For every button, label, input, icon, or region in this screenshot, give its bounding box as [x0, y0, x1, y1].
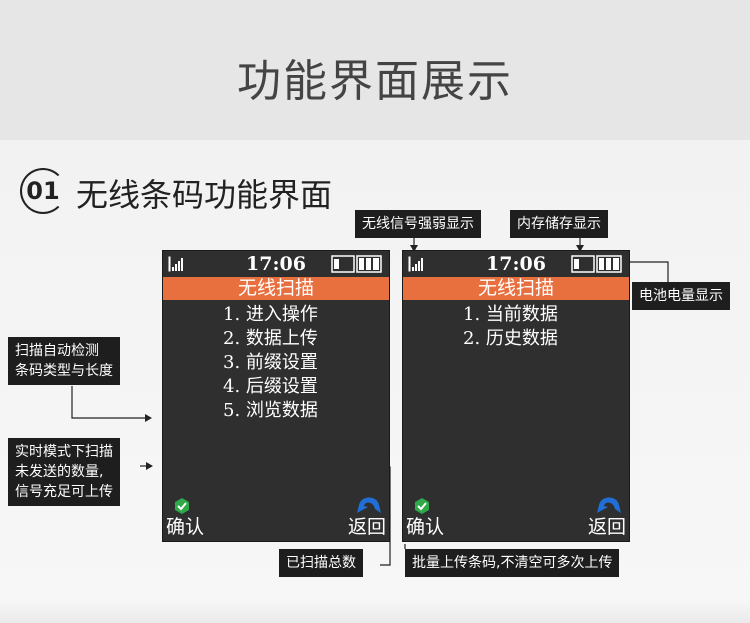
callout-memory: 内存储存显示	[510, 210, 608, 238]
screen-title: 无线扫描	[403, 277, 629, 300]
memory-battery-icon	[571, 255, 622, 273]
signal-bars-icon	[168, 256, 183, 272]
callout-line: 扫描自动检测	[15, 343, 99, 359]
back-softkey[interactable]: 返回	[587, 516, 626, 538]
callout-auto-detect: 扫描自动检测 条码类型与长度	[8, 337, 120, 385]
back-arrow-icon	[597, 497, 621, 513]
callout-battery: 电池电量显示	[632, 282, 730, 310]
main-menu: 1. 进入操作 2. 数据上传 3. 前缀设置 4. 后缀设置 5. 浏览数据	[223, 303, 318, 423]
callout-realtime: 实时模式下扫描 未发送的数量, 信号充足可上传	[8, 438, 120, 506]
menu-item-browse[interactable]: 5. 浏览数据	[223, 400, 318, 421]
menu-item-history-data[interactable]: 2. 历史数据	[463, 328, 558, 349]
callout-total-scanned: 已扫描总数	[279, 549, 363, 577]
callout-line: 条码类型与长度	[15, 363, 113, 379]
callout-signal: 无线信号强弱显示	[355, 210, 481, 238]
ok-check-icon	[175, 498, 189, 514]
header-band	[0, 0, 750, 140]
confirm-softkey[interactable]: 确认	[166, 516, 205, 538]
ok-check-icon	[415, 498, 429, 514]
screen-title: 无线扫描	[163, 277, 389, 300]
memory-battery-icon	[331, 255, 382, 273]
data-menu: 1. 当前数据 2. 历史数据	[463, 303, 558, 351]
scanner-screen-main: 17:06 无线扫描 1. 进入操作 2. 数据上传 3. 前缀设置 4. 后缀…	[162, 250, 390, 542]
menu-item-upload[interactable]: 2. 数据上传	[223, 328, 318, 349]
callout-line: 实时模式下扫描	[15, 444, 113, 460]
scanner-screen-browse: 17:06 无线扫描 1. 当前数据 2. 历史数据 确认 返回	[402, 250, 630, 542]
menu-item-prefix[interactable]: 3. 前缀设置	[223, 352, 318, 373]
status-bar: 17:06	[403, 251, 629, 277]
menu-item-enter[interactable]: 1. 进入操作	[223, 304, 318, 325]
page-title: 功能界面展示	[237, 56, 513, 107]
callout-batch-upload: 批量上传条码,不清空可多次上传	[405, 549, 620, 577]
confirm-softkey[interactable]: 确认	[406, 516, 445, 538]
section-title: 无线条码功能界面	[76, 176, 333, 214]
callout-line: 未发送的数量,	[15, 464, 104, 480]
status-bar: 17:06	[163, 251, 389, 277]
clock: 17:06	[486, 253, 546, 275]
section-number: 01	[20, 168, 66, 214]
menu-item-current-data[interactable]: 1. 当前数据	[463, 304, 558, 325]
menu-item-suffix[interactable]: 4. 后缀设置	[223, 376, 318, 397]
clock: 17:06	[246, 253, 306, 275]
back-softkey[interactable]: 返回	[347, 516, 386, 538]
callout-line: 信号充足可上传	[15, 484, 113, 500]
signal-bars-icon	[408, 256, 423, 272]
back-arrow-icon	[357, 497, 381, 513]
